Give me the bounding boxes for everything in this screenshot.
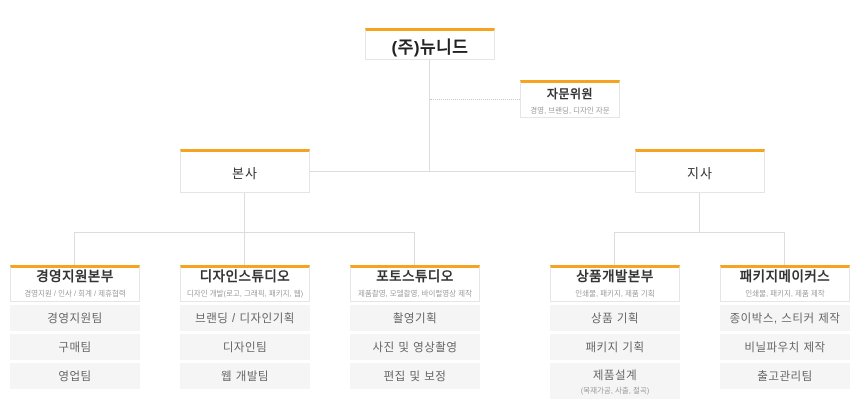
team-row: 영업팀: [10, 363, 140, 389]
connector-dept2-drop: [244, 232, 245, 265]
dept-subtitle: 인쇄물, 패키지, 제품 기획: [575, 288, 655, 298]
team-list: 상품 기획 패키지 기획 제품설계 (목재가공, 사출, 절곡): [550, 305, 680, 399]
team-label: 출고관리팀: [757, 371, 813, 383]
team-label: 편집 및 보정: [383, 371, 447, 383]
dept-title: 포토스튜디오: [376, 269, 454, 285]
advisor-title: 자문위원: [546, 86, 594, 101]
connector-dept1-drop: [74, 232, 75, 265]
dept-card-package-makers: 패키지메이커스 인쇄물, 패키지, 제품 제작 종이박스, 스티커 제작 비닐파…: [720, 265, 850, 389]
team-list: 브랜딩 / 디자인기획 디자인팀 웹 개발팀: [180, 305, 310, 389]
dept-card-management-support: 경영지원본부 경영지원 / 인사 / 회계 / 제휴협력 경영지원팀 구매팀 영…: [10, 265, 140, 389]
team-row: 편집 및 보정: [350, 363, 480, 389]
dept-subtitle: 제품촬영, 모델촬영, 바이럴영상 제작: [358, 288, 472, 298]
team-row: 디자인팀: [180, 334, 310, 360]
dept-header: 패키지메이커스 인쇄물, 패키지, 제품 제작: [720, 265, 850, 302]
dept-title: 경영지원본부: [36, 269, 114, 285]
dept-header: 상품개발본부 인쇄물, 패키지, 제품 기획: [550, 265, 680, 302]
team-row: 제품설계 (목재가공, 사출, 절곡): [550, 363, 680, 399]
company-name: (주)뉴니드: [391, 37, 469, 57]
team-label: 패키지 기획: [585, 342, 645, 354]
team-label: 경영지원팀: [47, 313, 103, 325]
team-row: 패키지 기획: [550, 334, 680, 360]
team-label: 제품설계: [592, 369, 638, 382]
team-list: 경영지원팀 구매팀 영업팀: [10, 305, 140, 389]
connector-root-trunk: [429, 60, 430, 172]
root-box: (주)뉴니드: [365, 28, 495, 60]
connector-dept5-drop: [784, 232, 785, 265]
connector-dept4-drop: [614, 232, 615, 265]
dept-title: 패키지메이커스: [739, 269, 831, 285]
dept-title: 디자인스튜디오: [199, 269, 291, 285]
dept-subtitle: 디자인 개발(로고, 그래픽, 패키지, 웹): [186, 288, 304, 298]
team-label: 종이박스, 스티커 제작: [729, 313, 841, 325]
connector-branches-horizontal: [310, 171, 635, 172]
team-label: 촬영기획: [392, 313, 438, 325]
branch-title: 지사: [687, 165, 713, 181]
team-sublabel: (목재가공, 사출, 절곡): [580, 385, 650, 395]
team-label: 영업팀: [58, 371, 92, 383]
team-label: 사진 및 영상촬영: [372, 342, 458, 354]
dept-title: 상품개발본부: [576, 269, 654, 285]
branch-box-regional: 지사: [635, 149, 765, 193]
team-row: 사진 및 영상촬영: [350, 334, 480, 360]
branch-box-headquarters: 본사: [180, 149, 310, 193]
team-label: 상품 기획: [590, 313, 639, 325]
dept-header: 디자인스튜디오 디자인 개발(로고, 그래픽, 패키지, 웹): [180, 265, 310, 302]
team-label: 웹 개발팀: [220, 371, 269, 383]
connector-hq-drop: [244, 193, 245, 232]
team-list: 종이박스, 스티커 제작 비닐파우치 제작 출고관리팀: [720, 305, 850, 389]
team-row: 상품 기획: [550, 305, 680, 331]
team-row: 구매팀: [10, 334, 140, 360]
dept-card-design-studio: 디자인스튜디오 디자인 개발(로고, 그래픽, 패키지, 웹) 브랜딩 / 디자…: [180, 265, 310, 389]
connector-dept3-drop: [414, 232, 415, 265]
team-label: 비닐파우치 제작: [744, 342, 826, 354]
team-row: 촬영기획: [350, 305, 480, 331]
dept-subtitle: 경영지원 / 인사 / 회계 / 제휴협력: [24, 288, 126, 298]
connector-branch-bus: [614, 232, 785, 233]
team-label: 디자인팀: [222, 342, 268, 354]
team-row: 종이박스, 스티커 제작: [720, 305, 850, 331]
team-row: 브랜딩 / 디자인기획: [180, 305, 310, 331]
dept-subtitle: 인쇄물, 패키지, 제품 제작: [745, 288, 825, 298]
dept-card-product-development: 상품개발본부 인쇄물, 패키지, 제품 기획 상품 기획 패키지 기획 제품설계…: [550, 265, 680, 399]
dept-header: 포토스튜디오 제품촬영, 모델촬영, 바이럴영상 제작: [350, 265, 480, 302]
team-list: 촬영기획 사진 및 영상촬영 편집 및 보정: [350, 305, 480, 389]
team-row: 웹 개발팀: [180, 363, 310, 389]
advisor-subtitle: 경영, 브랜딩, 디자인 자문: [530, 105, 610, 115]
dept-card-photo-studio: 포토스튜디오 제품촬영, 모델촬영, 바이럴영상 제작 촬영기획 사진 및 영상…: [350, 265, 480, 389]
team-row: 경영지원팀: [10, 305, 140, 331]
connector-branch-drop: [699, 193, 700, 232]
advisor-box: 자문위원 경영, 브랜딩, 디자인 자문: [520, 80, 620, 118]
team-row: 출고관리팀: [720, 363, 850, 389]
connector-advisor-dotted: [430, 99, 520, 100]
dept-header: 경영지원본부 경영지원 / 인사 / 회계 / 제휴협력: [10, 265, 140, 302]
team-label: 브랜딩 / 디자인기획: [195, 313, 295, 325]
team-label: 구매팀: [58, 342, 92, 354]
team-row: 비닐파우치 제작: [720, 334, 850, 360]
branch-title: 본사: [232, 165, 258, 181]
